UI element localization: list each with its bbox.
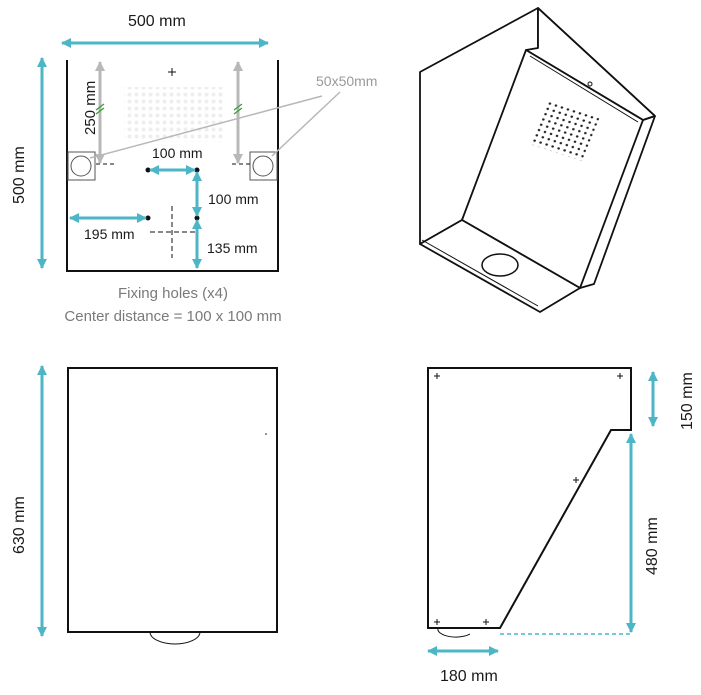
caption-line1: Fixing holes (x4) <box>118 285 228 302</box>
front-outline <box>67 367 278 633</box>
iso-bottom-hole <box>481 253 519 277</box>
side-outline <box>427 367 632 629</box>
front-small-dot <box>265 433 267 435</box>
top-view-grille <box>124 87 224 142</box>
fixing-hole-1 <box>145 167 151 173</box>
label-630mm: 630 mm <box>11 496 28 554</box>
label-250mm: 250 mm <box>82 81 99 135</box>
top-center-mark <box>168 68 176 76</box>
leader-left <box>89 95 323 159</box>
label-100mm-v: 100 mm <box>208 191 259 207</box>
label-height-500: 500 mm <box>11 146 28 204</box>
front-view: 630 mm <box>11 365 278 645</box>
fixing-hole-2 <box>194 167 200 173</box>
iso-grille <box>529 100 600 161</box>
label-135mm: 135 mm <box>207 240 258 256</box>
top-view: 250 mm 50x50mm 500 mm 500 mm 100 mm 100 … <box>11 13 377 325</box>
leader-right <box>271 91 341 157</box>
fixing-hole-4 <box>194 215 200 221</box>
side-view: 150 mm 480 mm 180 mm <box>427 367 696 685</box>
caption-line2: Center distance = 100 x 100 mm <box>64 308 281 325</box>
top-view-outline <box>66 60 279 272</box>
side-bottom-hole-arc <box>437 627 471 638</box>
left-hole <box>70 155 92 177</box>
equal-mark-left <box>95 103 105 115</box>
label-480mm: 480 mm <box>644 517 661 575</box>
iso-right-edge <box>579 115 656 289</box>
right-hole-box <box>249 151 278 181</box>
fixing-hole-3 <box>145 215 151 221</box>
label-195mm: 195 mm <box>84 226 135 242</box>
label-50x50: 50x50mm <box>316 73 377 89</box>
label-150mm: 150 mm <box>679 372 696 430</box>
left-hole-box <box>67 151 96 181</box>
label-180mm: 180 mm <box>440 668 498 685</box>
side-marks <box>434 373 623 625</box>
right-hole <box>252 155 274 177</box>
label-100mm-h: 100 mm <box>152 145 203 161</box>
isometric-view <box>419 7 656 313</box>
equal-mark-right <box>233 103 243 115</box>
front-bottom-hole-arc <box>149 631 201 645</box>
iso-bottom-edge <box>421 239 539 307</box>
label-width-500: 500 mm <box>128 13 186 30</box>
iso-right-top-edge <box>537 7 656 117</box>
iso-front-inner <box>529 55 639 123</box>
iso-screw <box>587 81 593 87</box>
